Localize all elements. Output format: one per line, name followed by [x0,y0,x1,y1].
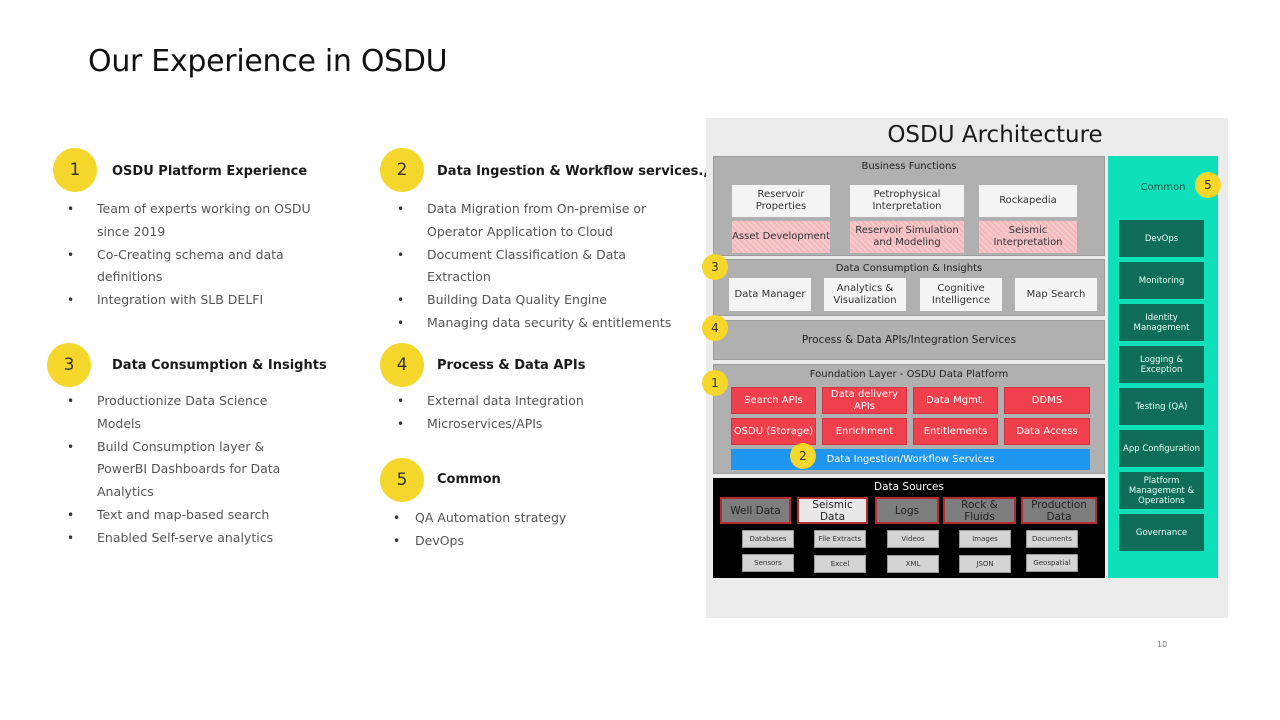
foundation-box: Data delivery APIs [822,387,907,414]
section-3-badge: 3 [47,343,91,387]
bullet-item: Text and map-based search [67,504,307,527]
data-sources-title: Data Sources [874,481,944,493]
section-5-badge: 5 [380,458,424,502]
data-source-box: Production Data [1021,497,1097,524]
bullet-item: Build Consumption layer & PowerBI Dashbo… [67,436,307,504]
data-format-box: JSON [959,555,1011,573]
data-format-box: Sensors [742,554,794,572]
bullet-item: Enabled Self-serve analytics [67,527,307,550]
bullet-item: Team of experts working on OSDU since 20… [67,198,327,244]
apis-badge: 4 [702,315,728,341]
business-function-box: Reservoir Simulation and Modeling [850,221,964,253]
foundation-box: OSDU (Storage) [731,418,816,445]
section-2-badge: 2 [380,148,424,192]
bullet-item: DevOps [393,530,653,553]
business-function-box: Seismic Interpretation [979,221,1077,253]
bullet-item: Document Classification & Data Extractio… [397,244,687,290]
section-1-title: OSDU Platform Experience [112,164,308,179]
common-item: App Configuration [1119,430,1204,467]
consumption-box: Cognitive Intelligence [920,278,1002,311]
ingestion-badge: 2 [790,443,816,469]
data-format-box: Databases [742,530,794,548]
business-function-box: Rockapedia [979,185,1077,217]
data-format-box: File Extracts [814,530,866,548]
consumption-layer: Data Consumption & Insights Data Manager… [713,259,1105,316]
ingestion-bar: Data Ingestion/Workflow Services [731,449,1090,470]
section-2-bullets: Data Migration from On-premise or Operat… [397,198,687,335]
section-2-title: Data Ingestion & Workflow services., [437,164,709,179]
data-format-box: Geospatial [1026,554,1078,572]
business-function-box: Asset Development [732,221,830,253]
foundation-box: Data Access [1004,418,1090,445]
architecture-diagram: OSDU Architecture Business Functions Res… [702,118,1228,618]
bullet-item: External data Integration [397,390,657,413]
section-3-title: Data Consumption & Insights [112,358,327,373]
data-format-box: Images [959,530,1011,548]
data-sources-layer: Data Sources Well Data Seismic Data Logs… [713,478,1105,578]
foundation-badge: 1 [702,370,728,396]
section-5-bullets: QA Automation strategy DevOps [393,507,653,553]
common-panel: Common 5 DevOps Monitoring Identity Mana… [1108,156,1221,578]
bullet-item: Productionize Data Science Models [67,390,307,436]
common-item: Identity Management [1119,304,1204,341]
section-4-bullets: External data Integration Microservices/… [397,390,657,436]
consumption-box: Data Manager [729,278,811,311]
business-function-box: Petrophysical Interpretation [850,185,964,217]
common-item: Testing (QA) [1119,388,1204,425]
data-format-box: Excel [814,555,866,573]
data-format-box: Documents [1026,530,1078,548]
bullet-item: Co-Creating schema and data definitions [67,244,327,290]
common-badge: 5 [1195,172,1221,198]
business-function-box: Reservoir Properties [732,185,830,217]
consumption-badge: 3 [702,254,728,280]
section-3-bullets: Productionize Data Science Models Build … [67,390,307,550]
common-title: Common [1140,182,1186,193]
section-5-title: Common [437,472,501,487]
bullet-item: Managing data security & entitlements [397,312,687,335]
data-source-box: Seismic Data [797,497,868,524]
data-source-box: Rock & Fluids [943,497,1016,524]
foundation-box: Entitlements [913,418,998,445]
business-functions-title: Business Functions [861,161,957,172]
foundation-box: Search APIs [731,387,816,414]
consumption-box: Map Search [1015,278,1097,311]
consumption-title: Data Consumption & Insights [835,263,983,274]
foundation-box: Data Mgmt. [913,387,998,414]
data-source-box: Logs [875,497,939,524]
common-item: Platform Management & Operations [1119,472,1204,509]
page-title: Our Experience in OSDU [88,44,448,79]
section-1-bullets: Team of experts working on OSDU since 20… [67,198,327,312]
bullet-item: Building Data Quality Engine [397,289,687,312]
foundation-box: DDMS [1004,387,1090,414]
bullet-item: Integration with SLB DELFI [67,289,327,312]
common-item: DevOps [1119,220,1204,257]
common-item: Logging & Exception [1119,346,1204,383]
page-number: 10 [1157,640,1168,649]
common-item: Monitoring [1119,262,1204,299]
bullet-item: QA Automation strategy [393,507,653,530]
common-item: Governance [1119,514,1204,551]
data-source-box: Well Data [720,497,791,524]
bullet-item: Data Migration from On-premise or Operat… [397,198,687,244]
consumption-box: Analytics & Visualization [824,278,906,311]
apis-title: Process & Data APIs/Integration Services [801,334,1017,346]
section-1-badge: 1 [53,148,97,192]
apis-layer: Process & Data APIs/Integration Services [713,320,1105,360]
architecture-title: OSDU Architecture [887,122,1103,148]
data-format-box: XML [887,555,939,573]
data-format-box: Videos [887,530,939,548]
foundation-title: Foundation Layer - OSDU Data Platform [809,369,1009,380]
foundation-layer: Foundation Layer - OSDU Data Platform Se… [713,364,1105,474]
foundation-box: Enrichment [822,418,907,445]
section-4-title: Process & Data APIs [437,358,586,373]
section-4-badge: 4 [380,343,424,387]
business-functions-layer: Business Functions Reservoir Properties … [713,156,1105,256]
bullet-item: Microservices/APIs [397,413,657,436]
